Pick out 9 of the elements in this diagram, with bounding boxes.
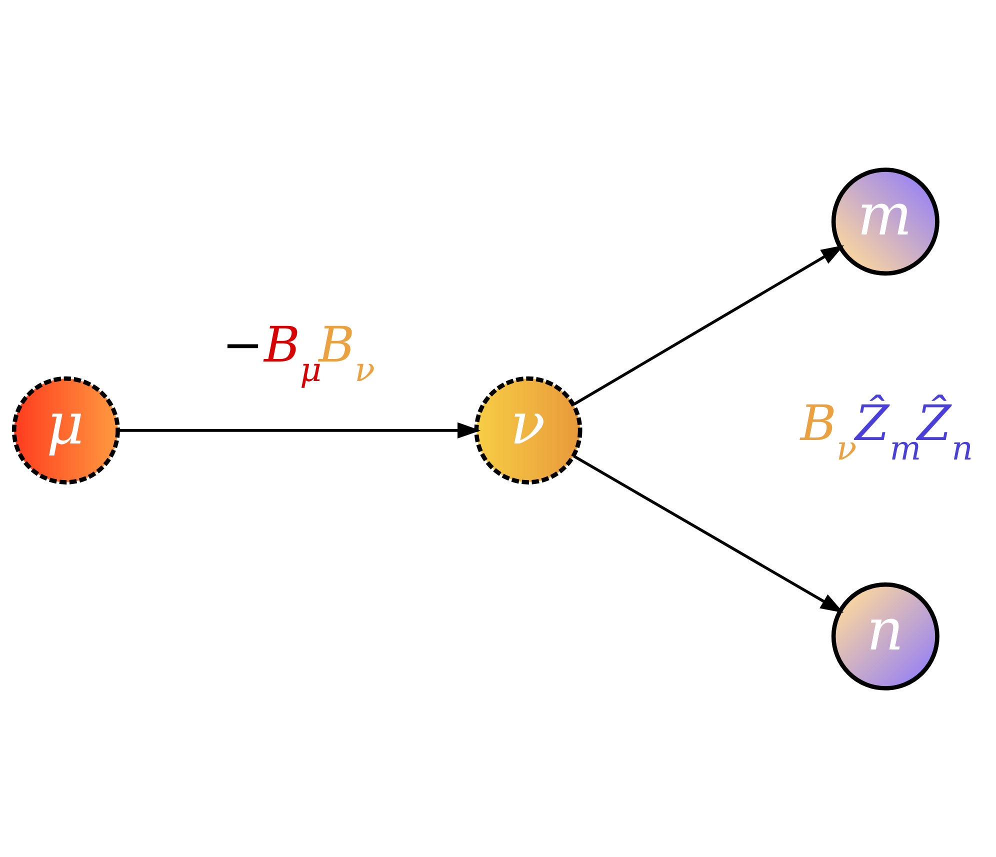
node-circle: μ — [12, 376, 120, 484]
node-circle: m — [831, 167, 940, 276]
node-circle: n — [831, 582, 940, 690]
label: B$_{ν}$Ẑ$_{m}$Ẑ$_{n}$ — [800, 394, 973, 468]
arrow — [118, 422, 481, 438]
node-circle: ν — [474, 376, 582, 484]
edge-label: −B$_{μ}$B$_{ν}$ — [222, 316, 375, 389]
arrow — [573, 244, 844, 406]
arrow — [573, 454, 844, 612]
